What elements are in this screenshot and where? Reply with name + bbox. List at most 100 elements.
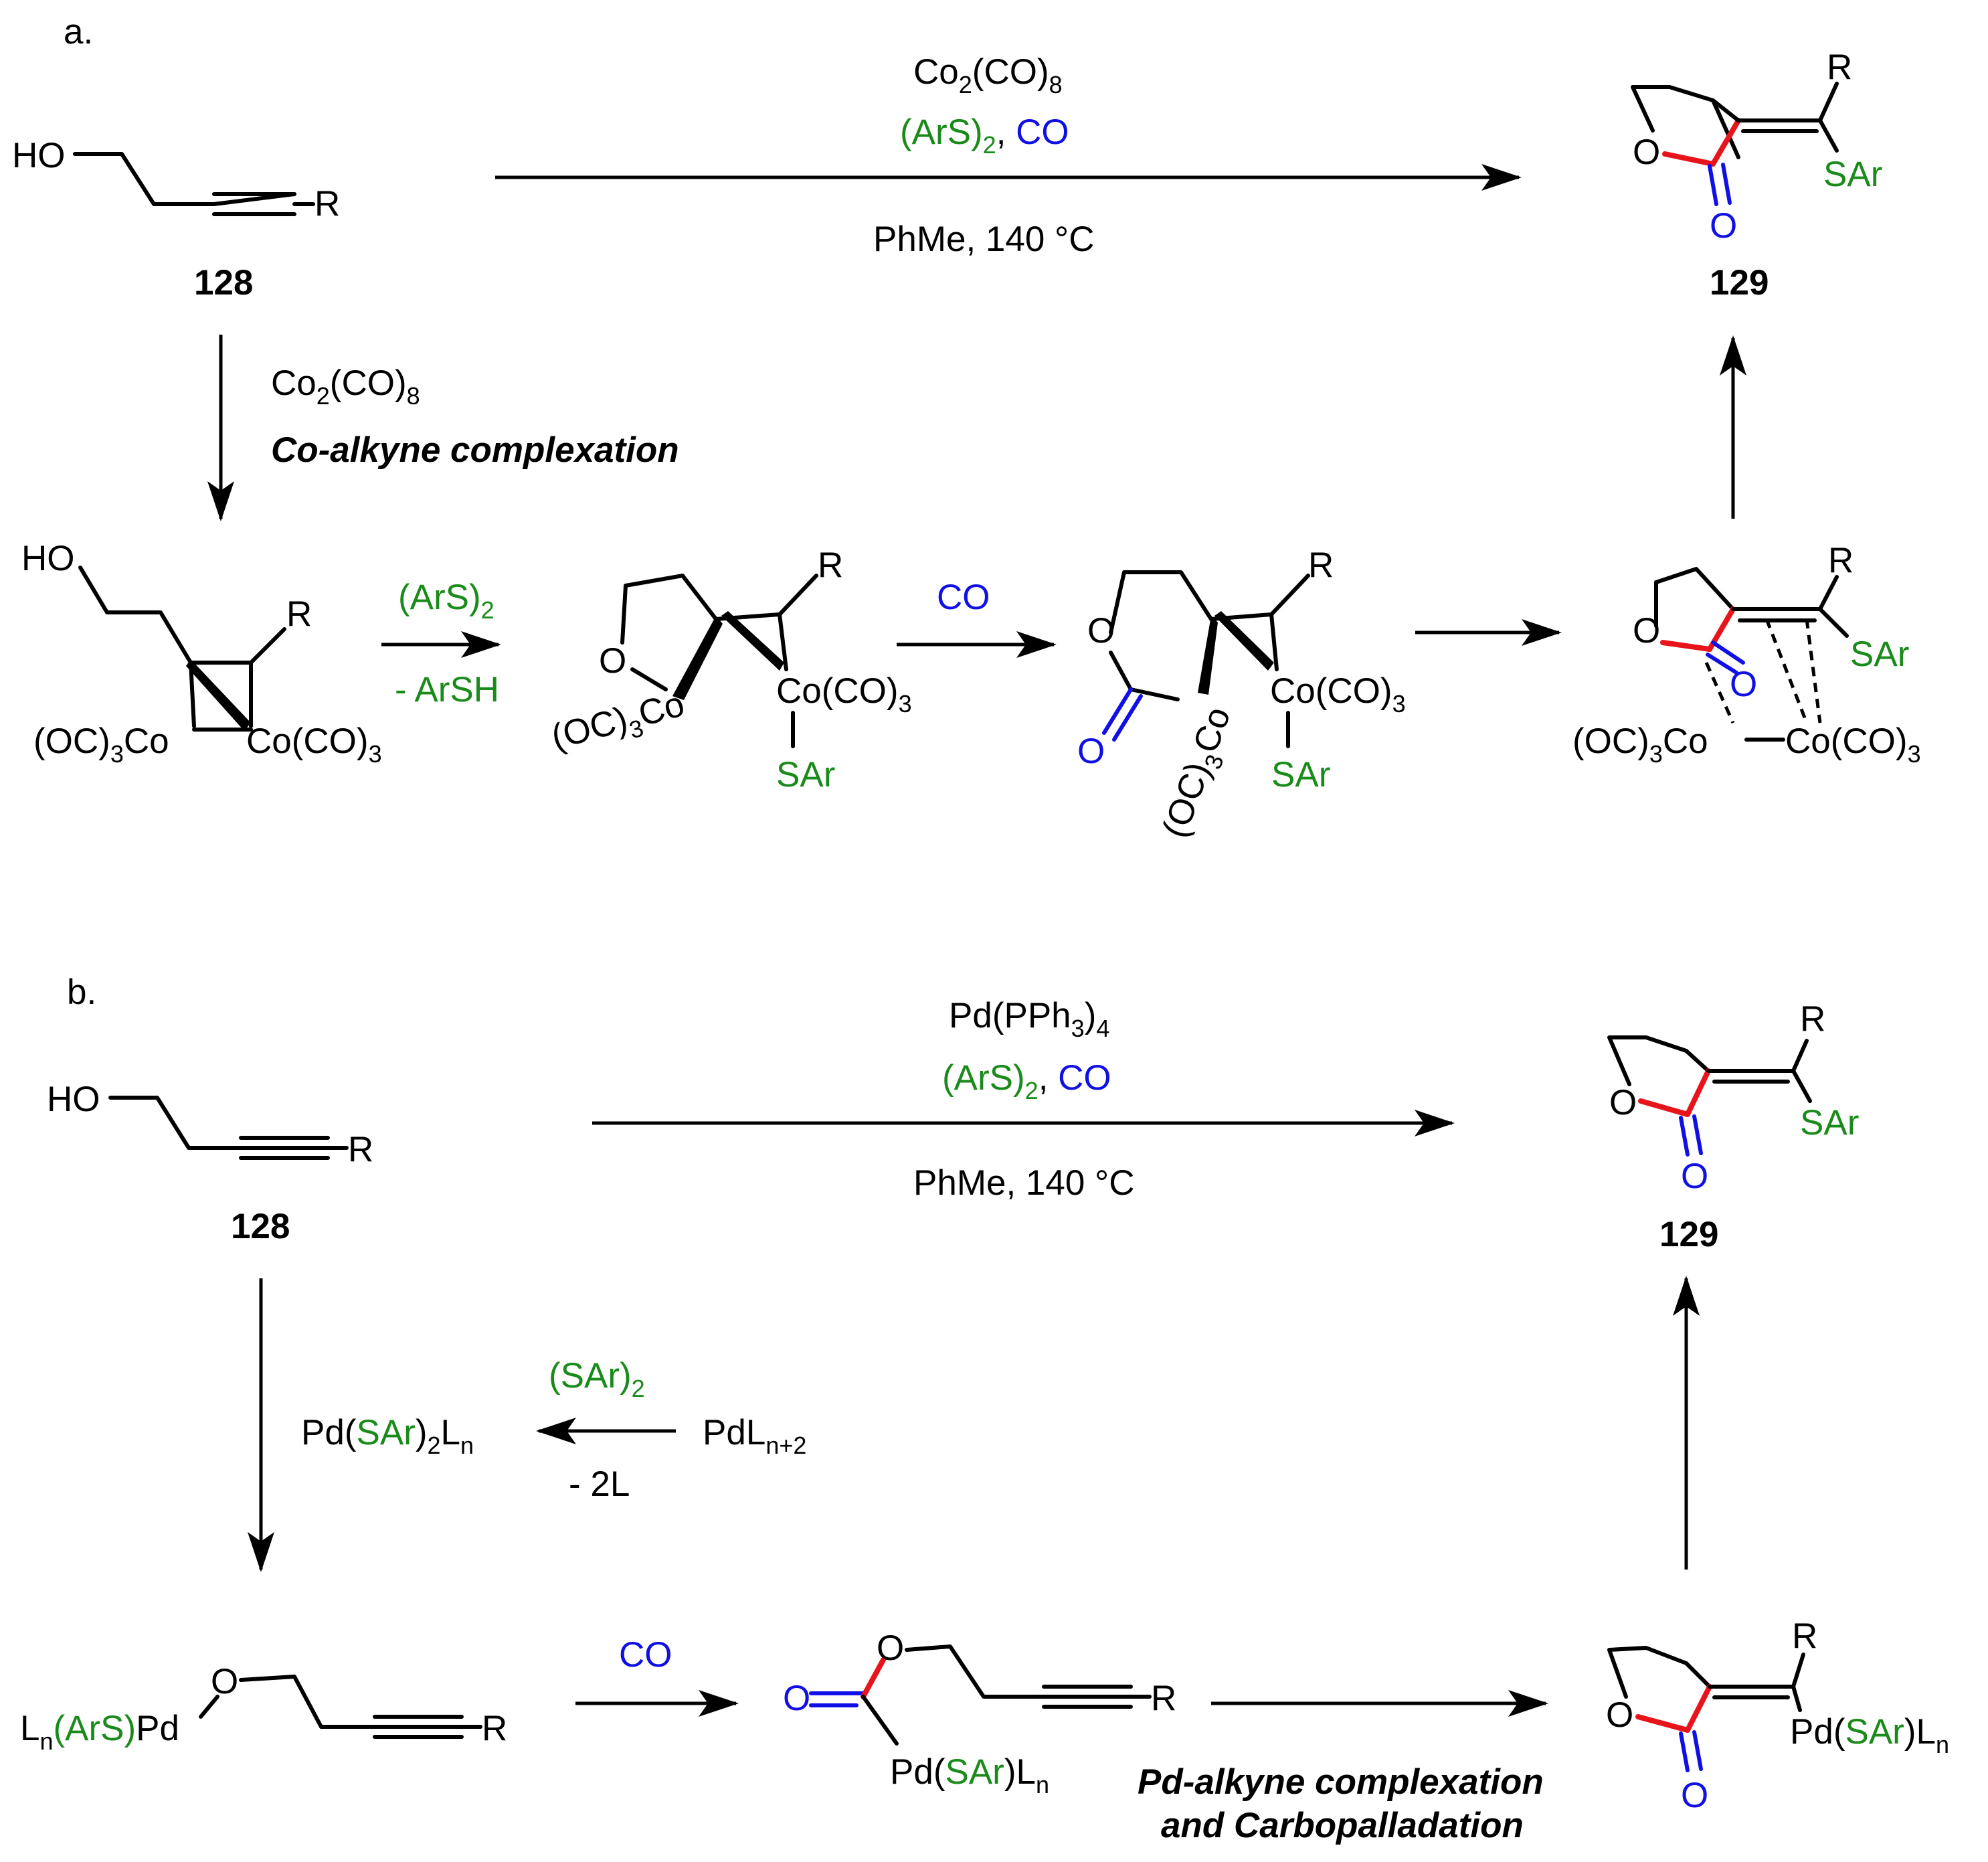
sar-bond: [1791, 1069, 1812, 1103]
ester-bond: [1109, 651, 1133, 691]
catalyst-byproduct: - 2L: [569, 1464, 630, 1504]
step1-byproduct: - ArSH: [395, 670, 499, 709]
acyl-cobalt-intermediate: O O R (OC)3Co Co(CO)3 SAr: [1077, 545, 1406, 845]
r-group-label: R: [818, 545, 843, 585]
new-bond-red: [1685, 1684, 1712, 1733]
new-bond-red: [1660, 640, 1712, 652]
chain-bond: [239, 1675, 377, 1729]
pd-sar-label: Pd(SAr)Ln: [890, 1752, 1049, 1798]
pd-alkoxide-label: Ln(ArS)Pd: [20, 1709, 179, 1755]
wedge-bond: [721, 611, 784, 671]
carbonyl-bond: [1679, 1731, 1690, 1772]
lactone-ring-bond: [1684, 1049, 1710, 1073]
step2-reagent: CO: [937, 578, 990, 617]
carbonyl-bond: [1706, 653, 1738, 675]
panel-a-label: a.: [64, 12, 93, 52]
tether-bond: [78, 566, 193, 665]
co-c-bond: [1269, 612, 1279, 671]
panel-a-starting-material: HO R 128: [12, 136, 340, 303]
lactone-ring-bond: [1711, 98, 1740, 159]
ring-oxygen-label: O: [1606, 1695, 1633, 1735]
r-group-label: R: [1151, 1679, 1176, 1718]
sm-chain-bond: [73, 152, 216, 206]
ring-oxygen-label: O: [1633, 133, 1660, 172]
step1-reagent: (ArS)2: [398, 578, 494, 624]
r-group-label: R: [1827, 48, 1852, 87]
sar-label: SAr: [1823, 155, 1882, 194]
r-bond: [1818, 82, 1839, 122]
r-bond: [1791, 1039, 1809, 1073]
oxygen-label: O: [211, 1662, 238, 1701]
co-carbonyl-left: (OC)3Co: [1155, 702, 1245, 845]
coordination-dashed-bond: [1805, 618, 1822, 724]
product-co-complex: O O R SAr (OC)3Co Co(CO)3: [1572, 541, 1921, 768]
sar-label: SAr: [1850, 634, 1909, 674]
r-bond: [778, 574, 818, 616]
ester-oxygen-label: O: [1087, 611, 1115, 651]
conditions-co2co8: Co2(CO)8: [913, 52, 1063, 98]
sm-chain-bond: [108, 1096, 243, 1150]
hydroxyl-label: HO: [12, 136, 66, 175]
co-carbonyl-right: Co(CO)3: [1270, 671, 1406, 717]
chain-bond: [905, 1644, 1046, 1699]
compound-128-label: 128: [231, 1207, 290, 1246]
carbonyl-bond: [1102, 687, 1133, 735]
carbonyl-bond: [1708, 164, 1718, 206]
r-bond: [1269, 574, 1310, 616]
panel-b-label: b.: [67, 972, 96, 1012]
hydroxyl-label: HO: [21, 539, 75, 578]
r-group-label: R: [1792, 1616, 1817, 1656]
acyl-pd-intermediate: O O R Pd(SAr)Ln: [783, 1628, 1176, 1798]
co-carbonyl-left: (OC)3Co: [1572, 722, 1708, 768]
compound-128-label: 128: [194, 263, 253, 303]
panel-a-product: O O R SAr 129: [1631, 48, 1882, 303]
down-reagent: Co2(CO)8: [271, 363, 420, 410]
vinyl-pd-lactone: O O R Pd(SAr)Ln: [1606, 1616, 1949, 1815]
new-bond-red: [1710, 118, 1741, 167]
pd-bond: [1791, 1685, 1802, 1712]
carbonyl-oxygen-label: O: [1681, 1776, 1708, 1815]
pd-alkyne-note-line1: Pd-alkyne complexation: [1138, 1762, 1544, 1802]
panel-b-product: O O R SAr 129: [1607, 999, 1859, 1254]
new-bond-red: [1662, 151, 1716, 167]
new-bond-red: [861, 1657, 886, 1699]
acyl-co-bond: [1129, 687, 1180, 701]
co-alkyne-complex: HO R (OC)3Co Co(CO)3: [21, 539, 382, 768]
pd-o-bond: [199, 1695, 219, 1719]
co-oxacycle-intermediate: O R (OC)3Co Co(CO)3 SAr: [547, 545, 912, 794]
lactone-ring-bond: [1631, 85, 1715, 133]
sar-label: SAr: [776, 755, 835, 794]
r-group-label: R: [314, 184, 340, 224]
coordination-dashed-bond: [1704, 661, 1735, 724]
acyl-pd-bond: [861, 1695, 899, 1746]
conditions-solvent-temp: PhMe, 140 °C: [873, 220, 1095, 259]
lactone-ring-bond: [1607, 1646, 1688, 1699]
panel-b-starting-material: HO R 128: [47, 1080, 373, 1246]
catalyst-precursor: PdLn+2: [703, 1413, 806, 1459]
panel-a: a. HO R 128 Co2(CO)8 (ArS)2, CO PhMe, 14…: [12, 12, 1921, 845]
carbonyl-oxygen-label: O: [1710, 206, 1737, 246]
pd-alkyne-note-line2: and Carbopalladation: [1161, 1806, 1524, 1845]
oxacycle-bond: [620, 574, 718, 645]
lactone-ring-bond: [1711, 98, 1740, 122]
co-carbonyl-left: (OC)3Co: [547, 684, 691, 764]
new-bond-red: [1638, 1098, 1690, 1117]
co-carbonyl-right: Co(CO)3: [1785, 722, 1921, 768]
r-group-label: R: [1828, 541, 1854, 580]
wedge-bond: [672, 616, 723, 700]
panel-b: b. HO R 128 Pd(PPh3)4 (ArS)2, CO PhMe, 1…: [20, 972, 1949, 1845]
r-bond: [249, 627, 286, 665]
ring-oxygen-label: O: [599, 641, 626, 681]
wedge-bond: [1198, 616, 1218, 695]
r-group-label: R: [1800, 999, 1825, 1039]
conditions-pd: Pd(PPh3)4: [949, 996, 1109, 1042]
catalyst-reagent: (SAr)2: [549, 1356, 645, 1402]
co-c-bond: [189, 661, 196, 728]
lactone-ring-bond: [1607, 1035, 1688, 1086]
ring-oxygen-label: O: [1633, 611, 1660, 651]
wedge-bond: [186, 659, 251, 731]
carbonyl-bond: [1711, 641, 1745, 665]
co-carbonyl-left: (OC)3Co: [33, 722, 169, 768]
wedge-bond: [1214, 611, 1274, 671]
